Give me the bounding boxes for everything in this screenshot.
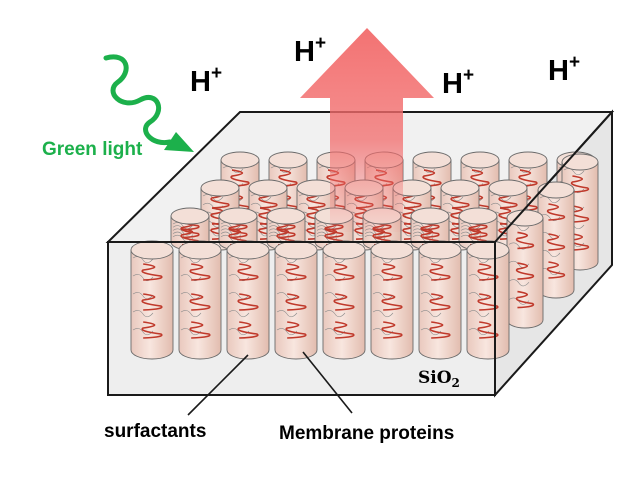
cylinder-cap (466, 240, 510, 260)
cylinder-cap (412, 151, 452, 169)
membrane-protein (420, 220, 440, 239)
cylinder-cap (370, 240, 414, 260)
membrane-protein (570, 175, 590, 193)
nanochannel-cylinder (322, 240, 366, 360)
nanochannel-cylinder (274, 240, 318, 360)
membrane-protein (141, 321, 163, 339)
membrane-protein (237, 263, 259, 281)
nanochannel-cylinder (537, 181, 575, 299)
material-label: SiO2 (418, 368, 460, 390)
cylinder-cap (296, 179, 336, 197)
arrowhead-icon (164, 132, 194, 152)
nanochannel-cylinder (506, 209, 544, 329)
membrane-protein (333, 263, 355, 281)
surfactant-texture (468, 256, 490, 336)
membrane-protein (333, 293, 355, 311)
membrane-protein (141, 263, 163, 281)
membrane-protein (381, 263, 403, 281)
cylinder-cap (440, 179, 480, 197)
block-outline (107, 111, 613, 396)
surfactants-label: surfactants (104, 421, 206, 442)
membrane-protein (468, 220, 488, 239)
surfactant-texture (276, 256, 298, 336)
surfactant-texture (420, 256, 442, 336)
membrane-protein (189, 263, 211, 281)
membrane-protein (237, 321, 259, 339)
membrane-protein (285, 321, 307, 339)
membrane-protein (141, 293, 163, 311)
membrane-protein (546, 261, 566, 279)
membrane-protein (189, 293, 211, 311)
membrane-protein (518, 169, 538, 187)
membrane-protein (422, 169, 442, 187)
membrane-protein (278, 169, 298, 187)
cylinder-cap (220, 151, 260, 169)
membrane-protein (180, 220, 200, 239)
up-arrow-icon (300, 28, 434, 232)
cylinder-cap (274, 240, 318, 260)
surfactant-texture (324, 256, 346, 336)
wavy-arrow-icon (103, 54, 173, 146)
cylinder-cap (460, 151, 500, 169)
nanochannel-cylinder (178, 240, 222, 360)
surfactant-texture (180, 256, 202, 336)
cylinder-cap (322, 240, 366, 260)
proton-label-4: H+ (548, 52, 580, 87)
membrane-protein (515, 290, 535, 309)
cylinder-cap (508, 151, 548, 169)
nanochannel-cylinder (130, 240, 174, 360)
cylinder-cap (130, 240, 174, 260)
proton-label-1: H+ (190, 63, 222, 98)
surfactants-leader (187, 354, 249, 416)
proton-flux-arrow (300, 28, 434, 232)
surfactant-texture (508, 224, 530, 305)
membrane-protein (515, 231, 535, 250)
cylinder-cap (226, 240, 270, 260)
membrane-protein (429, 263, 451, 281)
membrane-proteins-label: Membrane proteins (279, 423, 454, 444)
membrane-protein (285, 293, 307, 311)
membrane-protein (230, 169, 250, 187)
nanochannel-cylinder (466, 240, 510, 360)
cylinder-cap (218, 207, 258, 225)
proteins-leader (302, 351, 353, 414)
membrane-protein (429, 321, 451, 339)
surfactant-texture (228, 256, 250, 336)
membrane-protein (285, 263, 307, 281)
nanochannel-cylinder (226, 240, 270, 360)
membrane-protein (515, 262, 535, 280)
cylinder-cap (178, 240, 222, 260)
surfactant-texture (132, 256, 154, 336)
membrane-protein (333, 321, 355, 339)
membrane-protein (276, 220, 296, 239)
surfactant-texture (372, 256, 394, 336)
cylinder-cap (418, 240, 462, 260)
membrane-protein (228, 220, 248, 239)
nanochannel-cylinder (418, 240, 462, 360)
green-light-label: Green light (42, 139, 143, 160)
cylinder-cap (200, 179, 240, 197)
membrane-protein (237, 293, 259, 311)
membrane-protein (429, 293, 451, 311)
cylinder-cap (268, 151, 308, 169)
cylinder-cap (458, 207, 498, 225)
membrane-protein (546, 233, 566, 251)
cylinder-cap (248, 179, 288, 197)
cylinder-cap (266, 207, 306, 225)
cylinder-cap (488, 179, 528, 197)
membrane-protein (470, 169, 490, 187)
cylinder-cap (170, 207, 210, 225)
proton-label-2: H+ (294, 33, 326, 68)
green-light-ray (103, 54, 194, 152)
cylinder-cap (410, 207, 450, 225)
cylinder-cap (537, 181, 575, 199)
nanochannel-cylinder (370, 240, 414, 360)
surfactant-texture (539, 196, 561, 276)
proton-label-3: H+ (442, 65, 474, 100)
membrane-protein (381, 321, 403, 339)
membrane-protein (189, 321, 211, 339)
membrane-protein (381, 293, 403, 311)
membrane-protein (546, 203, 566, 221)
